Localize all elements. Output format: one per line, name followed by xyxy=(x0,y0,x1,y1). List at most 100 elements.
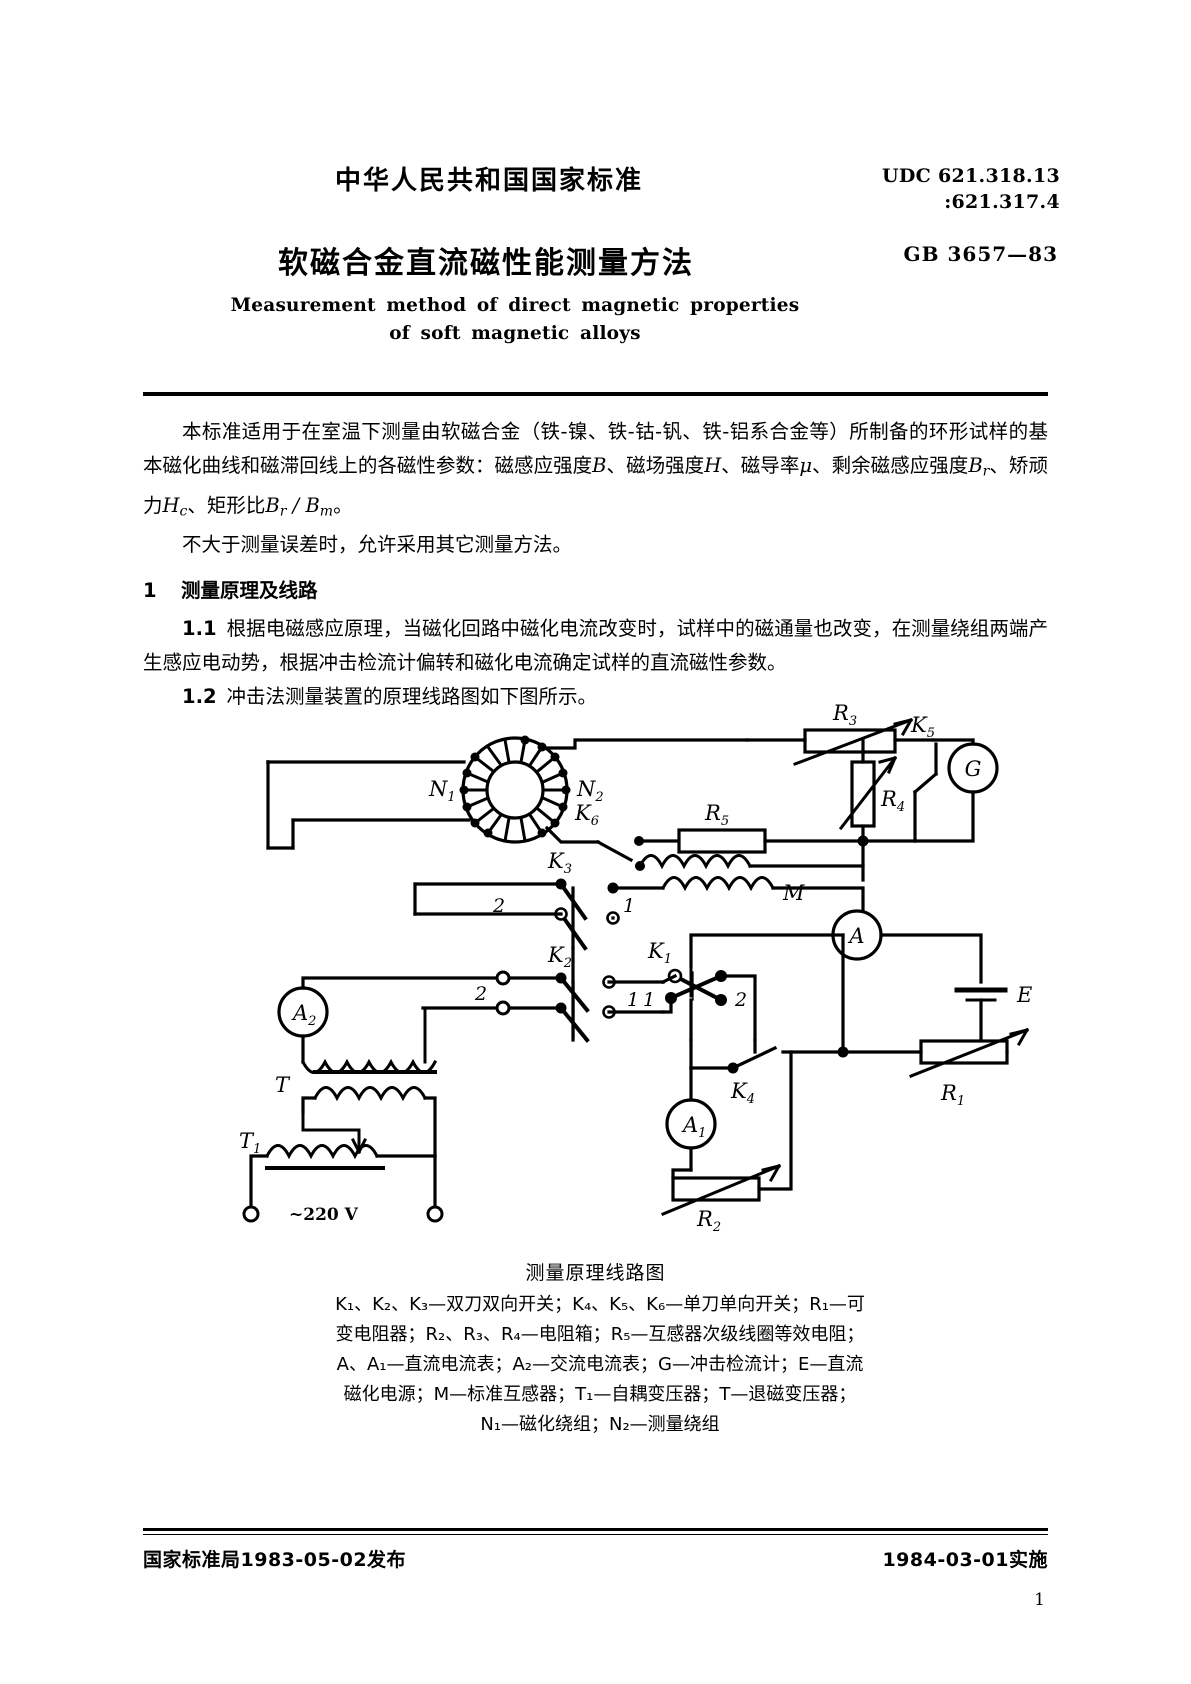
label-k1-position-1: 1 xyxy=(643,989,655,1011)
scope-text-b: 、磁场强度 xyxy=(606,454,705,477)
switch-k2[interactable] xyxy=(555,972,616,1043)
scope-paragraph-2: 不大于测量误差时，允许采用其它测量方法。 xyxy=(182,533,573,556)
n2-lead-top xyxy=(541,738,749,750)
label-r5: R5 xyxy=(704,801,729,829)
label-r3: R3 xyxy=(832,701,857,729)
label-r2: R2 xyxy=(696,1207,721,1235)
switch-k4[interactable] xyxy=(689,1045,778,1074)
legend-line-4: 磁化电源；M—标准互感器；T₁—自耦变压器；T—退磁变压器； xyxy=(343,1384,857,1405)
section-1-2-label: 1.2 xyxy=(182,685,217,708)
label-transformer-t: T xyxy=(275,1073,291,1097)
footer-effective-date: 1984‐03‐01实施 xyxy=(882,1549,1048,1571)
section-1-title: 测量原理及线路 xyxy=(181,579,318,602)
label-ammeter-a: A xyxy=(847,924,864,948)
wire-t-primary-left xyxy=(301,1096,317,1114)
label-k3: K3 xyxy=(547,849,572,877)
symbol-ratio-slash: / xyxy=(286,493,306,517)
wire-t1-left xyxy=(249,1154,269,1212)
transformer-t xyxy=(300,1006,438,1102)
wire-r2-right xyxy=(757,1050,793,1191)
switch-k6[interactable] xyxy=(595,836,644,863)
terminal-a2-top xyxy=(495,970,511,986)
section-1-2-paragraph: 1.2 冲击法测量装置的原理线路图如下图所示。 xyxy=(143,680,1048,714)
document-title-chinese: 软磁合金直流磁性能测量方法 xyxy=(278,246,694,281)
footer-issue-date: 国家标准局1983‐05‐02发布 xyxy=(143,1549,407,1571)
wire-n1-return xyxy=(266,760,295,850)
wire-t-primary-right xyxy=(423,1096,437,1158)
footer-divider-rule xyxy=(143,1528,1048,1531)
label-k1-position-2: 2 xyxy=(734,989,747,1011)
legend-line-2: 变电阻器；R₂、R₃、R₄—电阻箱；R₅—互感器次级线圈等效电阻； xyxy=(335,1324,865,1345)
document-title-english: Measurement method of direct magnetic pr… xyxy=(130,292,1060,348)
label-n1: N1 xyxy=(428,777,456,805)
mutual-inductor-m xyxy=(637,854,776,892)
label-k3-position-1: 1 xyxy=(623,895,635,917)
switch-k3[interactable] xyxy=(554,878,620,951)
label-n2: N2 xyxy=(576,777,604,805)
scope-text-g: 。 xyxy=(333,493,353,517)
wire-g-bottom xyxy=(913,790,975,843)
scope-text-f: 、矩形比 xyxy=(187,493,266,517)
standard-number: GB 3657—83 xyxy=(903,242,1058,266)
symbol-Brm-second: B xyxy=(305,493,320,517)
resistor-r5 xyxy=(677,828,767,854)
legend-line-1: K₁、K₂、K₃—双刀双向开关；K₄、K₅、K₆—单刀单向开关；R₁—可 xyxy=(335,1294,865,1315)
measurement-circuit-schematic: N1 N2 R3 R4 R5 R1 R2 K6 K5 K3 K2 K1 K4 A… xyxy=(239,701,1032,1235)
label-autotransformer-t1: T1 xyxy=(239,1129,261,1157)
label-k2-position-1: 1 xyxy=(627,989,639,1011)
label-mains-voltage: ~220 V xyxy=(289,1205,359,1225)
symbol-Hc-subscript: c xyxy=(179,503,188,519)
label-galvanometer-g: G xyxy=(965,757,982,781)
rheostat-r1 xyxy=(909,1027,1030,1078)
resistor-r2 xyxy=(661,1163,782,1216)
national-standard-title: 中华人民共和国国家标准 xyxy=(335,166,644,196)
section-1-number: 1 xyxy=(143,579,157,602)
label-source-e: E xyxy=(1016,983,1032,1007)
english-title-line-1: Measurement method of direct magnetic pr… xyxy=(230,295,800,316)
scope-paragraph-1: 本标准适用于在室温下测量由软磁合金（铁‐镍、铁‐钴‐钒、铁‐铝系合金等）所制备的… xyxy=(143,415,1048,528)
figure-caption: 测量原理线路图 xyxy=(525,1262,666,1284)
wire-a-to-e xyxy=(879,933,983,984)
section-1-1-text: 根据电磁感应原理，当磁化回路中磁化电流改变时，试样中的磁通量也改变，在测量绕组两… xyxy=(143,617,1048,674)
label-r1: R1 xyxy=(940,1081,965,1109)
symbol-Brm-first-subscript: r xyxy=(279,503,287,519)
m-secondary-terminal xyxy=(635,861,645,871)
document-body: 本标准适用于在室温下测量由软磁合金（铁‐镍、铁‐钴‐钒、铁‐铝系合金等）所制备的… xyxy=(143,415,1048,714)
n1-lead-bottom xyxy=(291,818,471,850)
legend-line-3: A、A₁—直流电流表；A₂—交流电流表；G—冲击检流计；E—直流 xyxy=(336,1354,864,1375)
label-k5: K5 xyxy=(910,713,935,741)
toroid-sample xyxy=(459,735,571,844)
legend-line-5: N₁—磁化绕组；N₂—测量绕组 xyxy=(480,1414,720,1435)
udc-line-1: UDC 621.318.13 xyxy=(882,165,1060,187)
autotransformer-t1 xyxy=(264,1110,385,1170)
symbol-Br: B xyxy=(968,454,983,477)
figure-legend: K₁、K₂、K₃—双刀双向开关；K₄、K₅、K₆—单刀单向开关；R₁—可 变电阻… xyxy=(160,1290,1040,1440)
header-divider-rule xyxy=(143,392,1048,396)
udc-line-2: :621.317.4 xyxy=(944,190,1060,213)
wire-k1-pos2 xyxy=(719,974,757,1042)
symbol-H: H xyxy=(704,454,722,477)
n2-lead-bottom xyxy=(544,825,600,844)
udc-number: UDC 621.318.13 :621.317.4 xyxy=(882,164,1060,215)
label-ammeter-a2: A2 xyxy=(291,1001,316,1029)
symbol-Brm-first: B xyxy=(265,493,280,517)
scope-text-e: 、矫顽力 xyxy=(143,454,1048,517)
label-mutual-inductor-m: M xyxy=(782,881,805,905)
wire-k1-to-ammeter xyxy=(689,933,835,968)
scope-text-d: 、剩余磁感应强度 xyxy=(812,454,969,477)
label-k2: K2 xyxy=(547,943,572,971)
label-k2-position-2: 2 xyxy=(474,983,487,1005)
footer-divider-rule-thin xyxy=(143,1534,1048,1535)
symbol-mu: μ xyxy=(799,454,813,477)
symbol-Brm-second-subscript: m xyxy=(319,503,334,519)
wire-k1-in-top xyxy=(660,973,678,985)
section-1-2-text: 冲击法测量装置的原理线路图如下图所示。 xyxy=(226,685,598,708)
wire-r2-left xyxy=(671,1168,693,1180)
switch-k5[interactable] xyxy=(912,742,939,843)
wire-k1-in-bottom xyxy=(661,996,673,1014)
scope-text-a: 本标准适用于在室温下测量由软磁合金（铁‐镍、铁‐钴‐钒、铁‐铝系合金等）所制备的… xyxy=(143,420,1048,477)
mains-terminal-left xyxy=(242,1205,260,1223)
label-k3-position-2: 2 xyxy=(492,895,505,917)
